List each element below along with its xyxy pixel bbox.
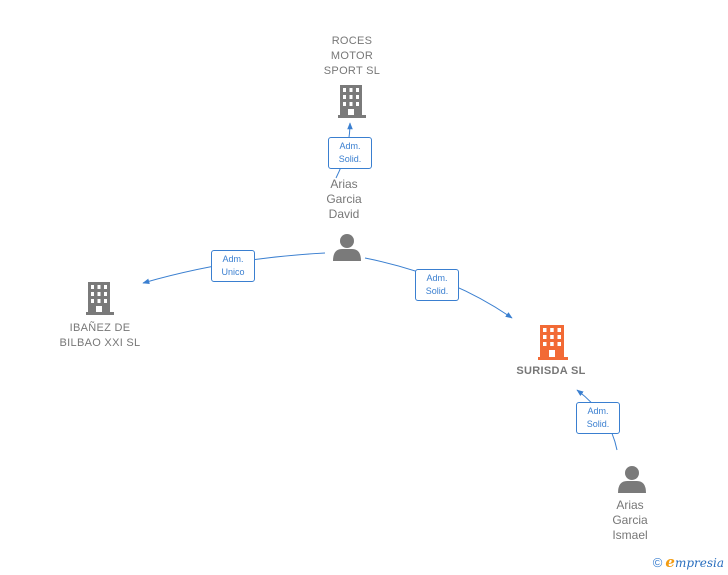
brand-initial: e (665, 553, 675, 571)
label-line: SURISDA SL (516, 365, 586, 377)
edge-label-david-surisda[interactable]: Adm. Solid. (415, 269, 459, 301)
person-icon[interactable] (618, 466, 646, 493)
label-line: MOTOR (330, 50, 374, 62)
edge-label-david-roces[interactable]: Adm. Solid. (328, 137, 372, 169)
label-line: BILBAO XXI SL (59, 337, 141, 349)
node-label-david[interactable]: Arias Garcia David (314, 177, 374, 222)
edge-label-line: Unico (221, 267, 245, 277)
label-line: Ismael (612, 528, 648, 542)
label-line: Garcia (612, 513, 648, 527)
brand-rest: mpresia (674, 556, 724, 570)
label-line: SPORT SL (323, 65, 381, 77)
copyright-symbol: © (652, 554, 663, 570)
label-line: ROCES (331, 35, 373, 47)
label-line: IBAÑEZ DE (69, 322, 131, 334)
node-label-roces[interactable]: ROCES MOTOR SPORT SL (312, 34, 392, 79)
building-icon[interactable] (338, 85, 366, 118)
edge-label-line: Adm. (339, 141, 361, 151)
edge-label-line: Solid. (425, 286, 449, 296)
node-label-ismael[interactable]: Arias Garcia Ismael (600, 498, 660, 543)
label-line: Arias (616, 498, 644, 512)
building-icon-main[interactable] (538, 325, 568, 360)
edge-label-line: Solid. (338, 154, 362, 164)
brand-footer[interactable]: © empresia (653, 553, 724, 571)
label-line: David (328, 207, 360, 221)
edge-label-line: Adm. (222, 254, 244, 264)
edge-label-line: Adm. (426, 273, 448, 283)
node-label-surisda[interactable]: SURISDA SL (496, 364, 606, 379)
edge-label-ismael-surisda[interactable]: Adm. Solid. (576, 402, 620, 434)
label-line: Arias (330, 177, 358, 191)
edge-label-line: Adm. (587, 406, 609, 416)
node-label-ibanez[interactable]: IBAÑEZ DE BILBAO XXI SL (40, 321, 160, 351)
brand-logo[interactable]: empresia (665, 553, 724, 571)
person-icon[interactable] (333, 234, 361, 261)
edge-label-david-ibanez[interactable]: Adm. Unico (211, 250, 255, 282)
edge-label-line: Solid. (586, 419, 610, 429)
label-line: Garcia (326, 192, 362, 206)
building-icon[interactable] (86, 282, 114, 315)
